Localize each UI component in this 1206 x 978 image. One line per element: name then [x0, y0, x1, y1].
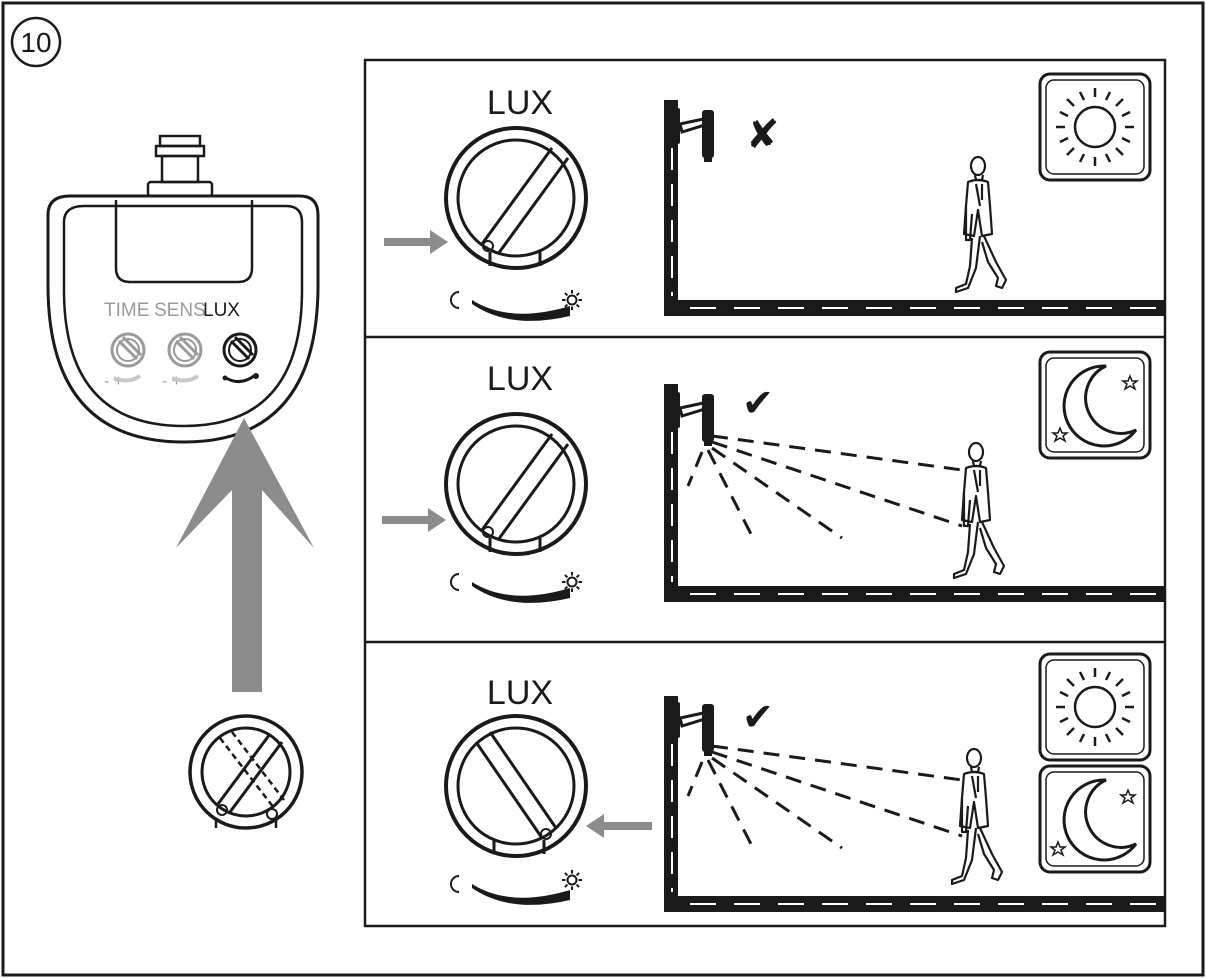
panel-3-sun-icon [561, 869, 583, 891]
panel-1-sun-icon [561, 289, 583, 311]
panel-3-pointer-arrow [586, 814, 652, 838]
connector-ring [154, 144, 206, 158]
panel-3-wiper [472, 884, 570, 905]
sens-knob[interactable] [167, 332, 203, 368]
panel-2-person [952, 441, 1006, 580]
panel-2-dial [444, 412, 588, 556]
panel-1-result-mark: ✘ [746, 113, 780, 157]
panel-2-star-icon-2 [1050, 425, 1070, 443]
sensor-recess [114, 200, 254, 284]
panel-1-wall-floor [664, 100, 1165, 316]
panel-3-lux-label: LUX [487, 674, 553, 712]
sens-label: SENS [154, 300, 206, 321]
panel-3-result-mark: ✔ [742, 697, 774, 739]
panel-1-person [954, 155, 1008, 294]
panels-frame [363, 58, 1167, 928]
up-arrow [176, 418, 314, 692]
panel-3-wall-floor [664, 696, 1165, 912]
sensor-unit: TIME SENS LUX - + - + [46, 134, 320, 444]
lux-wiper-sun-dot [253, 373, 259, 379]
panel-3-moon-icon [450, 875, 460, 893]
sensor-housing-inner [62, 204, 304, 428]
panel-2-light-beams [686, 434, 964, 540]
time-wiper [113, 374, 142, 383]
time-adjust-mark: - + [104, 373, 123, 390]
lux-wiper-moon-dot [222, 375, 228, 381]
panel-3-light-beams [686, 744, 964, 850]
lux-knob-detail [188, 714, 304, 830]
panel-2-result-mark: ✔ [742, 383, 774, 425]
panel-3-person [950, 747, 1004, 886]
sens-wiper [171, 374, 200, 383]
panel-2-pointer-arrow [382, 508, 446, 532]
step-badge: 10 [10, 16, 62, 68]
panel-3-star-icon-2 [1048, 839, 1068, 857]
panel-1-lux-label: LUX [487, 84, 553, 122]
connector-neck [160, 154, 200, 184]
panel-2-lux-label: LUX [487, 360, 553, 398]
panel-2-moon-box-icon [1062, 364, 1138, 448]
lux-wiper [225, 374, 255, 383]
panel-1-day-off: LUX ✘ [384, 72, 1165, 321]
step-circle [10, 16, 62, 68]
panel-1-sun-box-icon [1056, 88, 1134, 166]
panel-2-night-on: LUX ✔ [382, 350, 1165, 603]
panel-3-sun-box [1038, 652, 1152, 762]
lux-label: LUX [203, 300, 240, 321]
connector-base [146, 180, 214, 198]
time-knob[interactable] [110, 332, 146, 368]
connector-cap [158, 134, 202, 148]
panel-2-wiper [472, 582, 570, 603]
panel-3-star-icon-1 [1118, 787, 1138, 805]
panel-1-wiper [472, 300, 570, 321]
time-label: TIME [104, 300, 149, 321]
panel-2-sun-icon [561, 571, 583, 593]
panel-2-star-icon-1 [1120, 373, 1140, 391]
panel-3-moon-box [1038, 764, 1152, 874]
panel-1-dial [444, 126, 588, 270]
step-number: 10 [20, 27, 51, 58]
panel-3-sun-box-icon [1056, 668, 1134, 746]
panel-3-dial [444, 714, 588, 858]
panel-1-moon-icon [450, 291, 460, 309]
panel-2-moon-box [1038, 350, 1152, 460]
lux-knob[interactable] [222, 332, 258, 368]
panel-1-pointer-arrow [384, 230, 448, 254]
panel-2-moon-icon [450, 573, 460, 591]
panel-3-moon-box-icon [1062, 778, 1138, 862]
panel-3-day-night-on: LUX ✔ [444, 652, 1165, 912]
panel-1-sun-box [1038, 72, 1152, 182]
sens-adjust-mark: - + [162, 373, 181, 390]
